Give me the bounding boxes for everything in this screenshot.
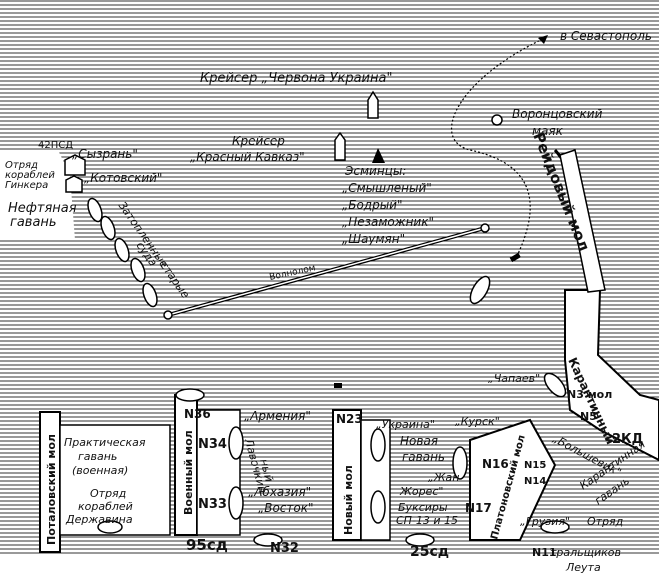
new-pier [332, 409, 362, 541]
label-abkhazia: „Абхазия" [248, 485, 311, 499]
label-prakt-2: гавань [78, 450, 117, 463]
route-to-sevastopol [451, 37, 546, 261]
label-gruzia: „Грузия" [520, 515, 570, 528]
label-42psd: 42ПСД [38, 140, 73, 151]
label-otryad-3: Гинкера [5, 180, 48, 191]
label-otryad-d1: Отряд [90, 487, 126, 500]
label-n36: N36 [184, 407, 211, 421]
label-vorontsov: Воронцовский [512, 107, 603, 121]
label-cruiser-krasny-1: Крейсер [232, 134, 285, 148]
label-esm-4: „Шаумян" [342, 232, 405, 246]
label-zhan-1: „Жан [428, 471, 459, 484]
label-95sd: 95сд [186, 536, 228, 554]
label-prakt-1: Практическая [64, 436, 146, 449]
label-buks-1: Буксиры [398, 501, 448, 514]
label-lavochny-2: ный [257, 457, 276, 483]
coast-bottom [0, 555, 659, 579]
label-neft-1: Нефтяная [8, 201, 77, 216]
label-kotovsky: „Котовский" [84, 171, 162, 185]
label-novaya-1: Новая [400, 434, 438, 448]
label-syzran: „Сызрань" [72, 147, 138, 161]
sunken-ships [87, 197, 158, 308]
label-novy: Новый мол [342, 465, 355, 535]
label-mayak: маяк [532, 124, 564, 138]
label-neft-2: гавань [10, 215, 57, 230]
small-black-ship [509, 252, 521, 263]
label-n33: N33 [198, 497, 227, 512]
label-kursk: „Курск" [455, 415, 500, 428]
label-prakt-3: (военная) [72, 464, 128, 477]
label-otryad-d2: кораблей [78, 500, 133, 513]
label-25sd: 25сд [410, 544, 449, 560]
label-novaya-2: гавань [402, 450, 445, 464]
label-n15: N15 [524, 460, 546, 471]
karantinny-pier [564, 289, 659, 462]
vorontsov-lighthouse [491, 114, 503, 126]
label-chapaev: „Чапаев" [488, 372, 540, 385]
label-vostok: „Восток" [258, 501, 314, 515]
black-marker [372, 148, 385, 163]
label-n5: N5 [580, 410, 597, 423]
label-n32: N32 [270, 541, 299, 556]
label-leuta: Леута [565, 561, 601, 574]
label-otryad-1: Отряд [5, 160, 38, 171]
label-n16: N16 [482, 457, 509, 471]
label-esm-2: „Бодрый" [342, 198, 403, 212]
ship-markers [64, 90, 570, 547]
label-voenny: Военный мол [182, 430, 195, 515]
label-n23: N23 [336, 412, 363, 426]
label-n14: N14 [524, 476, 546, 487]
volnolom-end-right [480, 223, 490, 233]
practical-harbor [59, 424, 171, 536]
coast-topleft [0, 150, 75, 240]
label-otryad-t: Отряд [587, 515, 623, 528]
label-2kd: 2КД [612, 432, 643, 447]
label-armenia: „Армения" [244, 409, 311, 423]
label-n34: N34 [198, 437, 227, 452]
reidovy-mol-body [559, 149, 606, 293]
label-sevastopol: в Севастополь [560, 29, 652, 43]
label-esm-1: „Смышленый" [342, 181, 432, 195]
label-esm-3: „Незаможник" [342, 215, 434, 229]
volnolom-end-left [163, 310, 173, 320]
small-black-ship-2 [334, 383, 342, 388]
label-tralsh: тральщиков [550, 546, 621, 559]
arrow-sevastopol [538, 35, 548, 44]
label-buks-2: СП-13 и 15 [396, 514, 458, 527]
label-esmintsy: Эсминцы: [344, 164, 406, 178]
label-n17: N17 [465, 501, 492, 515]
platonovsky-pier [469, 418, 557, 541]
label-cruiser-krasny-2: „Красный Кавказ" [190, 150, 305, 164]
label-n3mol: N3 мол [567, 388, 612, 401]
label-cruiser-ukraina: Крейсер „Червона Украина" [200, 71, 392, 86]
label-ukraina: „Украина" [376, 418, 435, 431]
label-n11: N11 [532, 546, 557, 559]
label-zhan-2: Жорес" [399, 485, 443, 498]
label-otryad-2: кораблей [5, 169, 55, 181]
label-otryad-d3: Державина [65, 513, 133, 526]
label-potalovsky: Поталовский мол [45, 434, 58, 545]
